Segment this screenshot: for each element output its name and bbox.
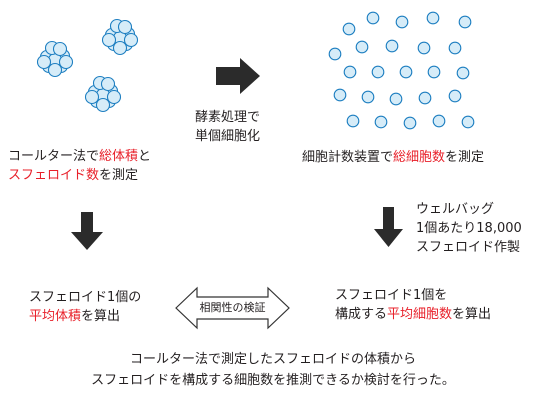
single-cell (427, 65, 441, 79)
spheroid-cell (117, 19, 133, 35)
enzyme-step-line1: 酵素処理で (195, 110, 261, 125)
enzyme-step-label: 酵素処理で 単個細胞化 (195, 108, 260, 146)
caption-line1: コールター法で測定したスフェロイドの体積から (129, 352, 416, 367)
spheroid-prep-line1: ウェルバッグ (416, 202, 495, 217)
right-method-text-a: 細胞計数装置で (302, 150, 394, 165)
left-method-text-a: コールター法で (8, 149, 100, 164)
spheroid-cell (112, 40, 128, 56)
spheroid-cell (100, 76, 116, 92)
single-cell (374, 115, 388, 129)
single-cell (456, 66, 470, 80)
right-method-label: 細胞計数装置で総細胞数を測定 (302, 148, 484, 167)
single-cell (343, 65, 357, 79)
right-method-text-b: を測定 (445, 150, 485, 165)
process-arrow-right (216, 58, 260, 94)
single-cell (448, 89, 462, 103)
spheroid-cell (52, 41, 68, 57)
spheroid-cell (95, 97, 111, 113)
left-method-label: コールター法で総体積と スフェロイド数を測定 (8, 147, 151, 185)
single-cell (461, 115, 475, 129)
spheroid-cell (84, 89, 100, 105)
spheroid-cell (101, 32, 117, 48)
single-cell (426, 11, 440, 25)
spheroid-cell (106, 89, 122, 105)
process-arrow-down-left (71, 212, 103, 250)
single-cell (417, 41, 431, 55)
single-cell (366, 11, 380, 25)
right-result-highlight-mean-cells: 平均細胞数 (387, 307, 453, 322)
single-cell (389, 92, 403, 106)
right-method-highlight-total-cells: 総細胞数 (393, 150, 446, 165)
single-cell (385, 39, 399, 53)
left-method-text-c: を測定 (99, 168, 139, 183)
single-cells (328, 11, 475, 130)
left-method-highlight-total-volume: 総体積 (99, 149, 139, 164)
single-cell (399, 65, 413, 79)
left-result-label: スフェロイド1個の 平均体積を算出 (29, 288, 141, 326)
spheroid-cluster (101, 18, 139, 56)
process-arrow-down-right (374, 207, 403, 247)
left-method-text-b: と (138, 149, 152, 164)
spheroid-cell (123, 32, 139, 48)
spheroid-clusters (36, 18, 139, 113)
single-cell (458, 15, 472, 29)
summary-caption: コールター法で測定したスフェロイドの体積から スフェロイドを構成する細胞数を推測… (0, 349, 546, 391)
left-method-highlight-spheroid-count: スフェロイド数 (8, 168, 100, 183)
single-cell (346, 114, 360, 128)
single-cell (418, 91, 432, 105)
comparison-double-arrow (175, 286, 290, 330)
single-cell (448, 41, 462, 55)
spheroid-cell (36, 54, 52, 70)
left-result-highlight-mean-volume: 平均体積 (29, 309, 82, 324)
spheroid-cluster (84, 75, 122, 113)
single-cell (333, 88, 347, 102)
spheroid-prep-label: ウェルバッグ 1個あたり18,000 スフェロイド作製 (416, 200, 522, 257)
relation-check-label: 相関性の検証 (199, 301, 266, 314)
spheroid-prep-line3: スフェロイド作製 (416, 240, 521, 255)
right-result-text-b: を算出 (452, 307, 492, 322)
single-cell (432, 114, 446, 128)
single-cell (361, 90, 375, 104)
left-result-line1: スフェロイド1個の (29, 290, 142, 305)
single-cell (355, 40, 369, 54)
spheroid-cell (47, 62, 63, 78)
single-cell (328, 47, 342, 61)
single-cell (403, 116, 417, 130)
left-result-text: を算出 (81, 309, 121, 324)
single-cell (395, 15, 409, 29)
single-cell (342, 22, 356, 36)
spheroid-cell (58, 54, 74, 70)
right-result-text-a: 構成する (335, 307, 388, 322)
spheroid-cluster (36, 40, 74, 78)
caption-line2: スフェロイドを構成する細胞数を推測できるか検討を行った。 (91, 373, 455, 388)
enzyme-step-line2: 単個細胞化 (195, 129, 261, 144)
single-cell (371, 65, 385, 79)
right-result-label: スフェロイド1個を 構成する平均細胞数を算出 (335, 286, 491, 324)
spheroid-prep-line2: 1個あたり18,000 (416, 221, 522, 236)
right-result-line1: スフェロイド1個を (335, 288, 448, 303)
